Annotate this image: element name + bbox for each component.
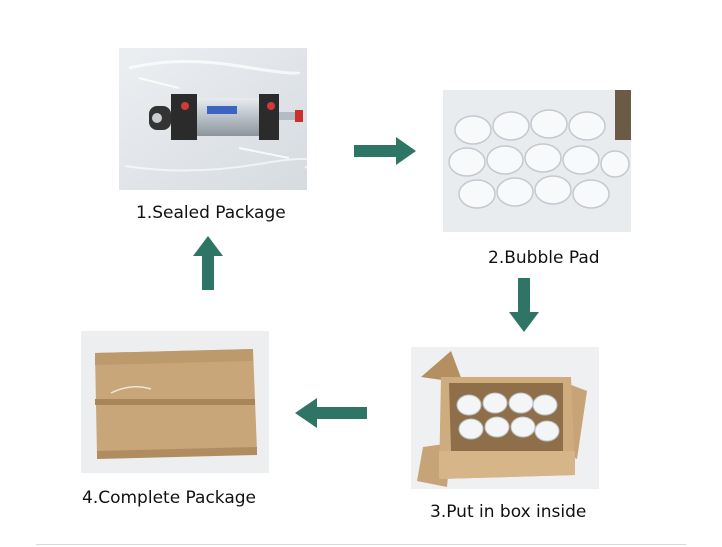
step-3-caption: 3.Put in box inside xyxy=(430,502,587,522)
arrow-down-icon xyxy=(509,278,539,332)
step-4-caption: 4.Complete Package xyxy=(82,488,257,508)
sealed-package-photo xyxy=(119,48,307,190)
bottom-divider xyxy=(36,544,686,545)
complete-package-photo xyxy=(81,331,269,473)
box-inside-image xyxy=(411,347,599,489)
arrow-right-icon xyxy=(354,137,416,165)
bubble-pad-image xyxy=(443,90,631,232)
arrow-left-icon xyxy=(295,398,367,428)
complete-package-image xyxy=(81,331,269,473)
arrow-up-icon xyxy=(193,236,223,290)
step-1-caption: 1.Sealed Package xyxy=(136,203,286,223)
bubble-pad-photo xyxy=(443,90,631,232)
step-2-caption: 2.Bubble Pad xyxy=(488,248,600,268)
box-inside-photo xyxy=(411,347,599,489)
sealed-package-image xyxy=(119,48,307,190)
